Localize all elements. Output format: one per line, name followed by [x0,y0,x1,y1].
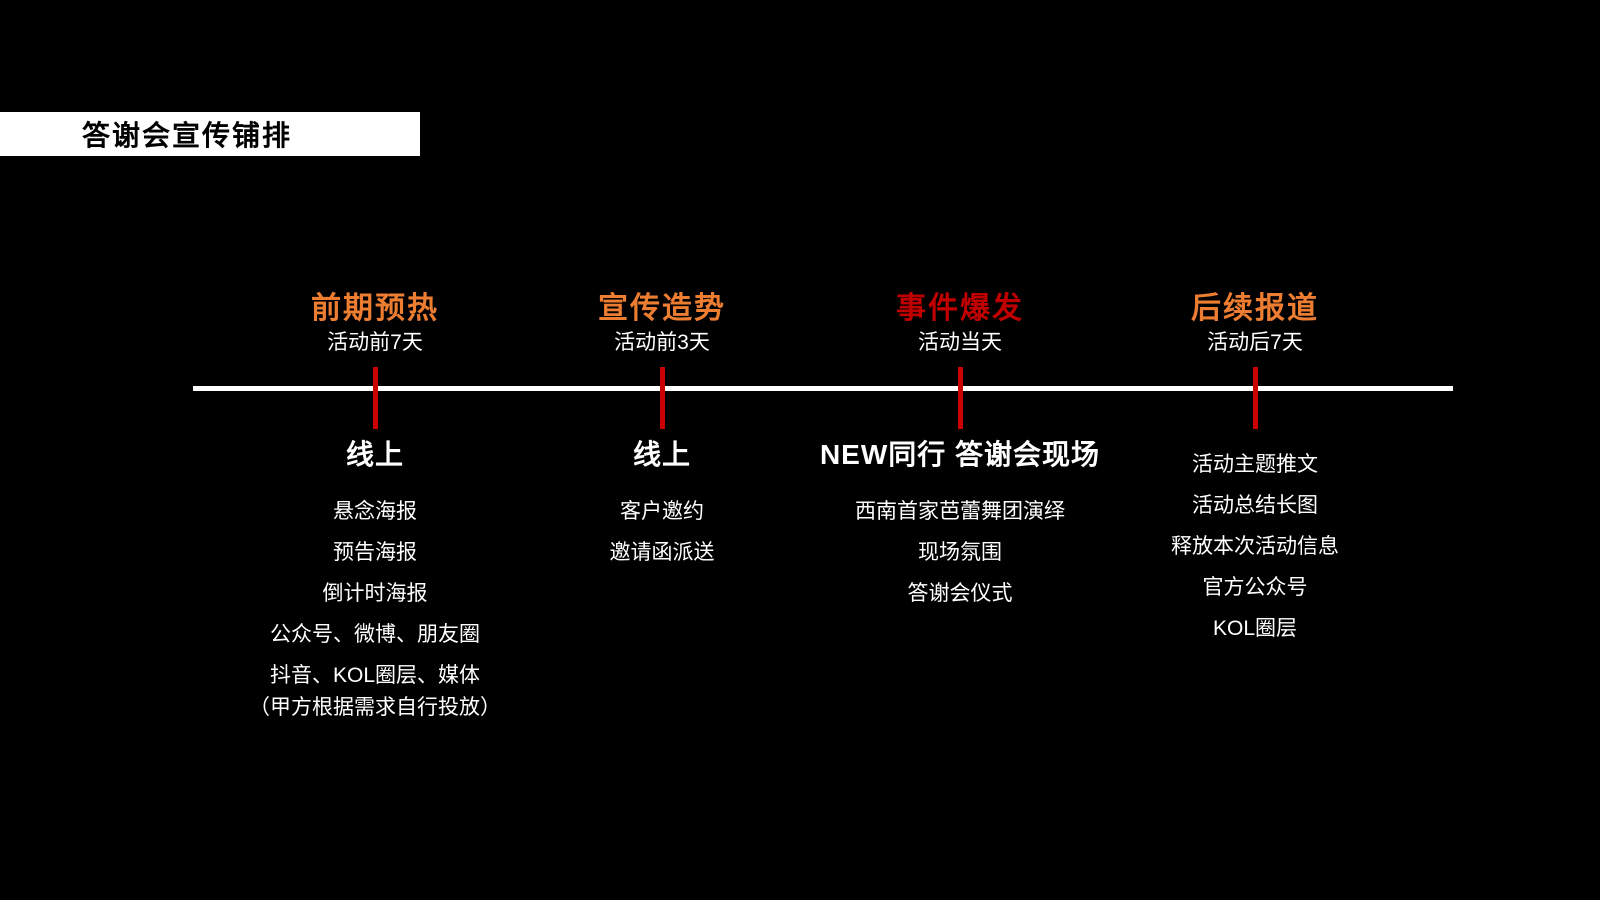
list-item: 现场氛围 [918,541,1002,564]
phase-subtitle: 线上 [632,439,691,470]
phase-title: 事件爆发 [896,292,1024,325]
list-item: 客户邀约 [620,500,704,523]
list-item: 悬念海报 [333,500,417,523]
slide-title: 答谢会宣传铺排 [82,120,293,151]
phase-date: 活动前7天 [327,331,423,354]
list-item: 西南首家芭蕾舞团演绎 [855,500,1065,523]
list-item: 抖音、KOL圈层、媒体 [269,664,481,687]
phase-date: 活动前3天 [614,331,710,354]
slide-title-bar: 答谢会宣传铺排 [0,112,420,156]
timeline-tick-icon [659,367,665,429]
phase-content: NEW同行 答谢会现场 西南首家芭蕾舞团演绎 现场氛围 答谢会仪式 [770,437,1150,605]
phase-subtitle: NEW同行 答谢会现场 [819,439,1101,470]
phase-content: 活动主题推文 活动总结长图 释放本次活动信息 官方公众号 KOL圈层 [1065,437,1445,640]
timeline-axis-line [193,386,1453,391]
phase-title: 前期预热 [311,292,439,325]
timeline-tick-icon [372,367,378,429]
phase-date: 活动后7天 [1207,331,1303,354]
list-item: 活动主题推文 [1192,453,1318,476]
list-item-continuation: （甲方根据需求自行投放） [249,696,501,719]
list-item: 邀请函派送 [609,541,715,564]
phase-title: 宣传造势 [598,292,726,325]
phase-date: 活动当天 [918,331,1002,354]
phase-content: 线上 悬念海报 预告海报 倒计时海报 公众号、微博、朋友圈 抖音、KOL圈层、媒… [185,437,565,719]
phase-subtitle: 线上 [345,439,404,470]
list-item: KOL圈层 [1212,617,1298,640]
list-item: 公众号、微博、朋友圈 [270,623,480,646]
list-item: 预告海报 [333,541,417,564]
list-item: 释放本次活动信息 [1171,535,1339,558]
list-item: 官方公众号 [1202,576,1308,599]
timeline-tick-icon [1252,367,1258,429]
timeline-tick-icon [957,367,963,429]
phase-content: 线上 客户邀约 邀请函派送 [472,437,852,564]
phase-column-4: 后续报道 活动后7天 活动主题推文 活动总结长图 释放本次活动信息 官方公众号 … [1065,290,1445,659]
phase-column-1: 前期预热 活动前7天 线上 悬念海报 预告海报 倒计时海报 公众号、微博、朋友圈… [185,290,565,738]
phase-column-2: 宣传造势 活动前3天 线上 客户邀约 邀请函派送 [472,290,852,583]
list-item: 倒计时海报 [322,582,428,605]
list-item: 答谢会仪式 [907,582,1013,605]
phase-title: 后续报道 [1191,292,1319,325]
phase-column-3: 事件爆发 活动当天 NEW同行 答谢会现场 西南首家芭蕾舞团演绎 现场氛围 答谢… [770,290,1150,624]
list-item: 活动总结长图 [1192,494,1318,517]
